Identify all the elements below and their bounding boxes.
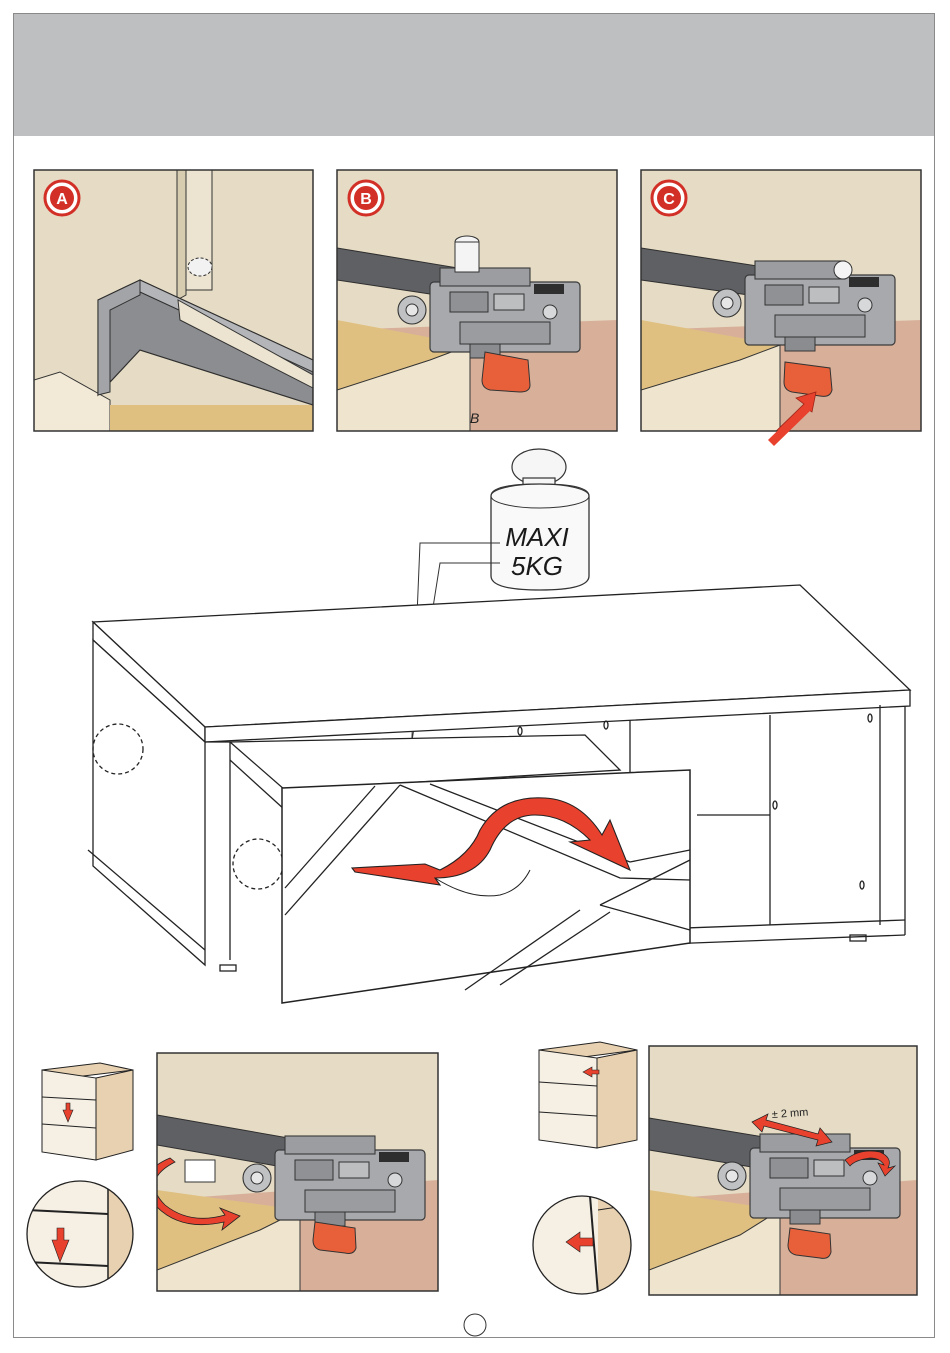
panel-a-label: A	[56, 191, 68, 208]
max-weight-line1: MAXI	[505, 522, 569, 552]
bottom-right-drawer-icon	[539, 1042, 637, 1148]
bottom-left-drawer-icon	[42, 1063, 133, 1160]
max-weight-line2: 5KG	[511, 551, 563, 581]
panel-a: A	[34, 170, 313, 431]
panel-c-badge: C	[652, 181, 686, 215]
panel-b: B B	[337, 170, 617, 431]
panel-b-label: B	[360, 191, 372, 208]
page-number-circle	[464, 1314, 486, 1336]
panel-c: C	[641, 170, 921, 446]
panel-e: ± 2 mm	[649, 1046, 917, 1295]
tv-unit-drawing	[88, 585, 910, 1003]
panel-a-badge: A	[45, 181, 79, 215]
panel-c-label: C	[663, 191, 675, 208]
adjustment-tolerance-label: ± 2 mm	[771, 1106, 808, 1121]
panel-d	[145, 1053, 438, 1291]
panel-b-marker: B	[470, 410, 479, 426]
bottom-right-zoom-circle	[533, 1196, 631, 1294]
bottom-left-zoom-circle	[27, 1181, 133, 1287]
panel-b-badge: B	[349, 181, 383, 215]
